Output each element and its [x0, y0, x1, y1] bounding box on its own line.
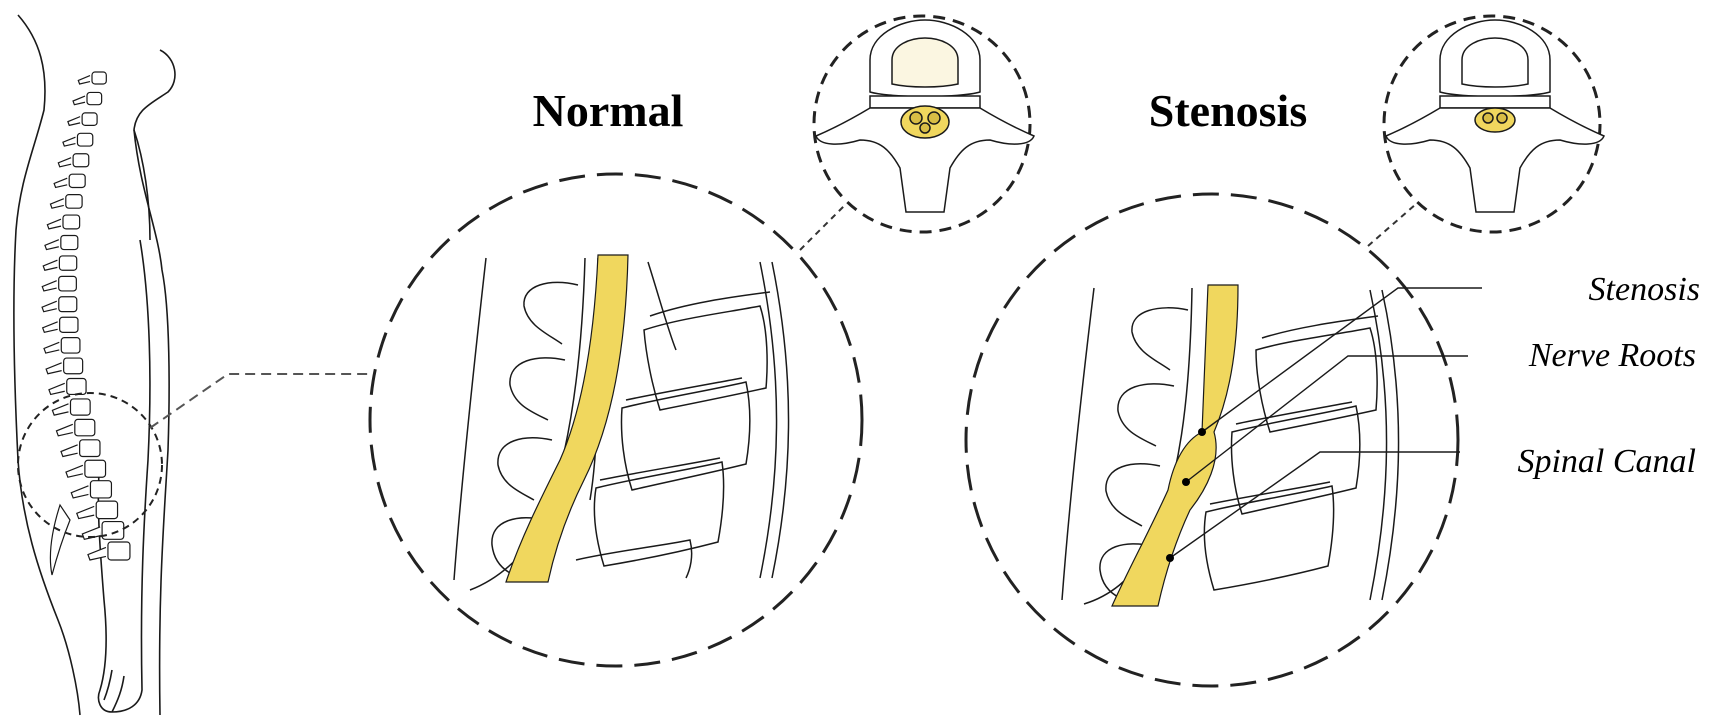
spinous-process: [73, 96, 85, 105]
vertebra: [102, 522, 124, 540]
vertebra: [92, 72, 106, 84]
vertebra: [61, 235, 78, 249]
zoom-connector-normal: [800, 204, 846, 250]
spinous-process: [63, 137, 76, 146]
spinous-process: [71, 486, 88, 498]
stenosis-title: Stenosis: [1149, 85, 1307, 136]
pointer-dot-nerve-roots: [1182, 478, 1190, 486]
spinous-process: [43, 322, 58, 333]
vertebra: [59, 256, 76, 270]
spinous-process: [44, 342, 59, 353]
normal-title: Normal: [533, 85, 684, 136]
spinous-process: [58, 158, 71, 167]
label-nerve-roots: Nerve Roots: [1528, 337, 1696, 374]
vertebra: [59, 276, 77, 291]
pointer-dot-spinal-canal: [1166, 554, 1174, 562]
spinous-process: [47, 219, 61, 229]
vertebra: [60, 317, 78, 332]
spinous-process: [54, 178, 67, 187]
vertebra: [67, 379, 86, 395]
spinous-process: [78, 76, 90, 84]
vertebra: [90, 481, 111, 498]
spinous-process: [43, 260, 57, 270]
zoom-connector-left: [150, 374, 372, 428]
sacrum: [50, 505, 70, 575]
spinous-process: [77, 506, 94, 518]
vertebra: [82, 113, 97, 126]
vertebra: [96, 501, 117, 518]
vertebra: [61, 338, 80, 353]
vertebra: [77, 133, 92, 146]
stenosis-spinal-canal: [1112, 285, 1238, 606]
vertebra: [108, 542, 130, 560]
vertebra: [75, 419, 95, 435]
pointer-dot-stenosis: [1198, 428, 1206, 436]
spinous-process: [66, 465, 83, 477]
spinous-process: [42, 281, 56, 291]
vertebra: [73, 154, 89, 167]
spinous-process: [88, 547, 106, 560]
spinous-process: [52, 404, 68, 415]
spinous-process: [61, 445, 78, 457]
vertebra: [85, 460, 106, 477]
vertebra: [69, 174, 85, 187]
vertebra: [87, 92, 102, 104]
vertebra: [63, 215, 80, 229]
spinous-process: [56, 424, 72, 436]
vertebra: [59, 297, 77, 312]
label-spinal-canal: Spinal Canal: [1517, 443, 1696, 480]
spinous-process: [68, 117, 80, 126]
spinous-process: [45, 240, 59, 250]
spinous-process: [49, 383, 65, 394]
vertebra: [70, 399, 90, 415]
spinous-process: [42, 301, 57, 311]
spinous-process: [46, 363, 62, 374]
vertebra: [64, 358, 83, 374]
vertebra: [80, 440, 100, 457]
spinous-process: [50, 199, 63, 208]
zoom-connector-stenosis: [1368, 204, 1416, 246]
label-stenosis: Stenosis: [1589, 271, 1700, 308]
vertebra: [66, 195, 82, 209]
spine-column: [42, 72, 130, 575]
